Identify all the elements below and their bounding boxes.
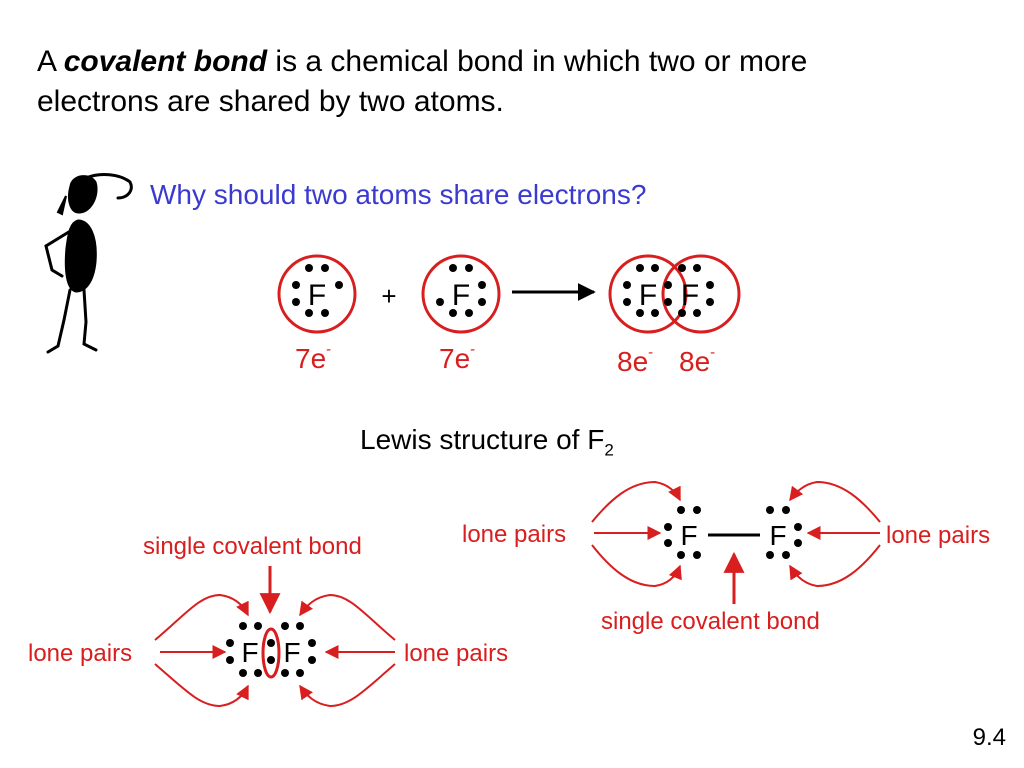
plus-sign: + <box>381 281 396 311</box>
left-lone-pairs-label: lone pairs <box>28 640 133 667</box>
svg-text:F: F <box>241 637 258 668</box>
right-lone-pairs-label: lone pairs <box>462 521 567 548</box>
reactant-label-1: 7e- <box>295 340 332 374</box>
left-lewis-arrows <box>154 566 396 708</box>
definition-rest: is a chemical bond in which two or more <box>267 45 808 78</box>
svg-text:F: F <box>308 279 326 312</box>
svg-text:F: F <box>639 279 657 312</box>
definition-term: covalent bond <box>63 45 268 78</box>
right-lewis-structure: F F <box>664 506 802 559</box>
left-lewis-structure: F F <box>226 622 316 679</box>
svg-text:F: F <box>769 520 786 551</box>
svg-text:F: F <box>452 279 470 312</box>
product-molecule: F F <box>608 254 741 334</box>
question-text: Why should two atoms share electrons? <box>150 179 647 210</box>
product-label-2: 8e- <box>679 343 716 377</box>
definition-line2: electrons are shared by two atoms. <box>37 85 504 118</box>
slide-number: 9.4 <box>972 724 1006 751</box>
reactant-atom-1: F <box>277 254 357 334</box>
svg-text:F: F <box>680 520 697 551</box>
right-lewis-arrows <box>591 480 881 604</box>
reactant-atom-2: F <box>421 254 501 334</box>
lewis-title: Lewis structure of F2 <box>360 424 614 460</box>
product-label-1: 8e- <box>617 343 654 377</box>
definition-text: A covalent bond is a chemical bond in wh… <box>37 42 807 122</box>
definition-prefix: A <box>37 45 64 78</box>
left-bond-label: single covalent bond <box>143 533 362 560</box>
thinking-person-icon <box>44 173 133 354</box>
svg-text:F: F <box>681 279 699 312</box>
reactant-label-2: 7e- <box>439 340 476 374</box>
right-bond-label: single covalent bond <box>601 608 820 635</box>
left-lone-pairs-label-right: lone pairs <box>404 640 509 667</box>
svg-text:F: F <box>283 637 300 668</box>
right-lone-pairs-label-right: lone pairs <box>886 522 991 549</box>
